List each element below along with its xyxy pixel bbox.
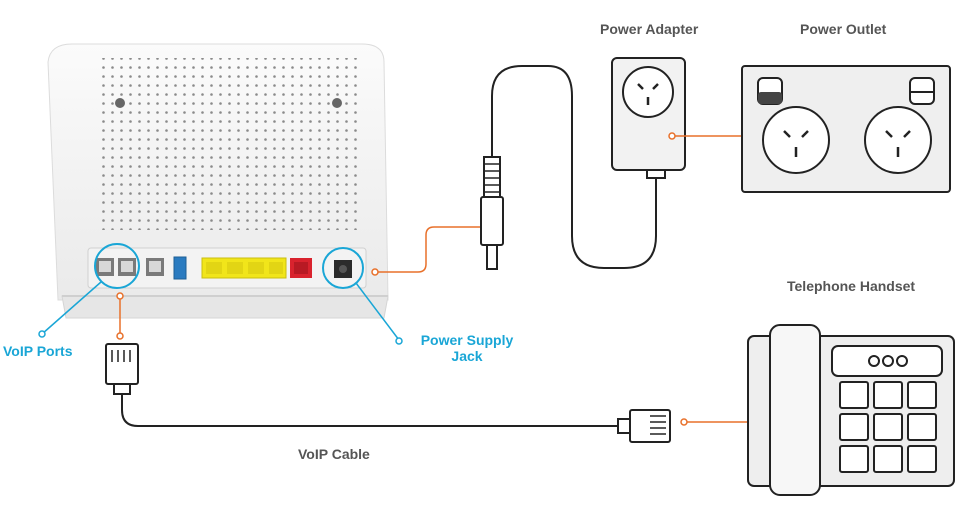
telephone-handset-label: Telephone Handset (787, 278, 916, 294)
router (47, 43, 389, 319)
rj11-connector-router (105, 343, 139, 395)
voip-ports-callout (94, 243, 140, 289)
power-jack-callout (322, 247, 364, 289)
lan-ports (201, 257, 287, 279)
power-adapter-label: Power Adapter (600, 21, 699, 37)
dc-barrel-plug (480, 156, 504, 270)
power-cable (491, 65, 657, 269)
power-outlet-label: Power Outlet (800, 21, 887, 37)
voip-cable-label: VoIP Cable (298, 446, 370, 462)
voip-cable (121, 394, 618, 427)
power-supply-jack-label-line1: Power Supply (420, 332, 514, 348)
power-supply-jack-label: Power Supply Jack (408, 332, 526, 364)
telephone (747, 324, 955, 496)
voip-ports-label: VoIP Ports (3, 343, 73, 359)
router-vent-grille (96, 58, 362, 230)
usb-port (173, 256, 187, 280)
power-supply-jack-label-line2: Jack (451, 348, 483, 364)
power-adapter (611, 57, 686, 179)
rj11-connector-phone (617, 409, 671, 443)
power-outlet (741, 65, 951, 193)
